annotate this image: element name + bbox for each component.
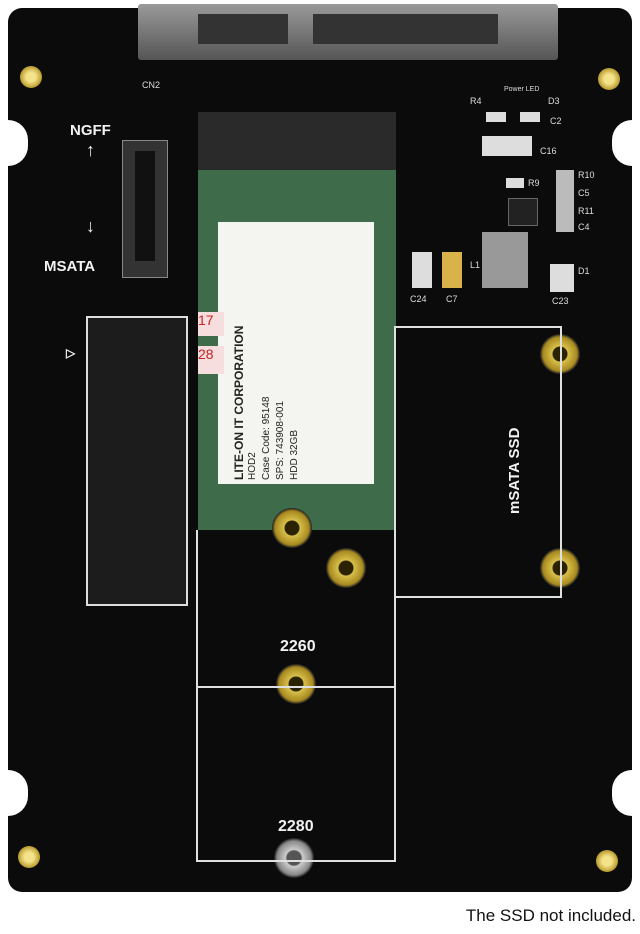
mount-notch (0, 120, 28, 166)
size-2280-label: 2280 (278, 818, 314, 835)
caption: The SSD not included. (465, 906, 636, 925)
passive-components (556, 170, 574, 232)
inductor (482, 232, 528, 288)
label-c7: C7 (446, 294, 458, 304)
label-r11: R11 (578, 206, 594, 216)
msata-ssd-label: mSATA SSD (506, 427, 523, 514)
ssd-standoff (272, 508, 312, 548)
screw-2280 (274, 838, 314, 878)
capacitor (412, 252, 432, 288)
size-2260-label: 2260 (280, 638, 316, 655)
label-c4: C4 (578, 222, 590, 232)
m2-slot (198, 112, 396, 172)
mount-notch (0, 770, 28, 816)
ngff-label: NGFF (70, 122, 111, 139)
diode (550, 264, 574, 292)
sticker: 17 (198, 312, 224, 336)
label-c23: C23 (552, 296, 569, 306)
ssd-line: HOD2 (247, 452, 258, 480)
ssd-line: SPS: 743908-001 (275, 401, 286, 480)
mount-hole (596, 850, 618, 872)
label-r4: R4 (470, 96, 482, 106)
label-c5: C5 (578, 188, 590, 198)
resistor (506, 178, 524, 188)
sticker: 28 (198, 346, 224, 374)
label-l1: L1 (470, 260, 481, 270)
ic-chip (508, 198, 538, 226)
arrow-up-icon: ↑ (86, 140, 95, 160)
mount-hole (20, 66, 42, 88)
label-c24: C24 (410, 294, 427, 304)
standoff-2242 (326, 548, 366, 588)
label-d3: D3 (548, 96, 560, 106)
mount-notch (612, 120, 640, 166)
label-c2: C2 (550, 116, 562, 126)
arrow-down-icon: ↓ (86, 216, 95, 236)
ssd-label (218, 222, 374, 484)
label-cn2: CN2 (142, 80, 161, 90)
label-r10: R10 (578, 170, 595, 180)
resistor (486, 112, 506, 122)
label-d1: D1 (578, 266, 590, 276)
capacitor (482, 136, 532, 156)
ssd-brand: LITE-ON IT CORPORATION (232, 325, 246, 480)
label-r9: R9 (528, 178, 540, 188)
sata-connector (138, 4, 558, 60)
msata-slot (86, 316, 188, 606)
mount-notch (612, 770, 640, 816)
ssd-line: Case Code: 95148 (261, 396, 272, 480)
led (520, 112, 540, 122)
label-c16: C16 (540, 146, 557, 156)
pin1-marker-icon: ▷ (66, 346, 76, 360)
msata-label: MSATA (44, 258, 96, 275)
standoff-2260 (276, 664, 316, 704)
mount-hole (18, 846, 40, 868)
label-power-led: Power LED (504, 86, 540, 93)
mount-hole (598, 68, 620, 90)
ssd-line: HDD 32GB (289, 429, 300, 480)
capacitor (442, 252, 462, 288)
mode-switch[interactable] (122, 140, 168, 278)
